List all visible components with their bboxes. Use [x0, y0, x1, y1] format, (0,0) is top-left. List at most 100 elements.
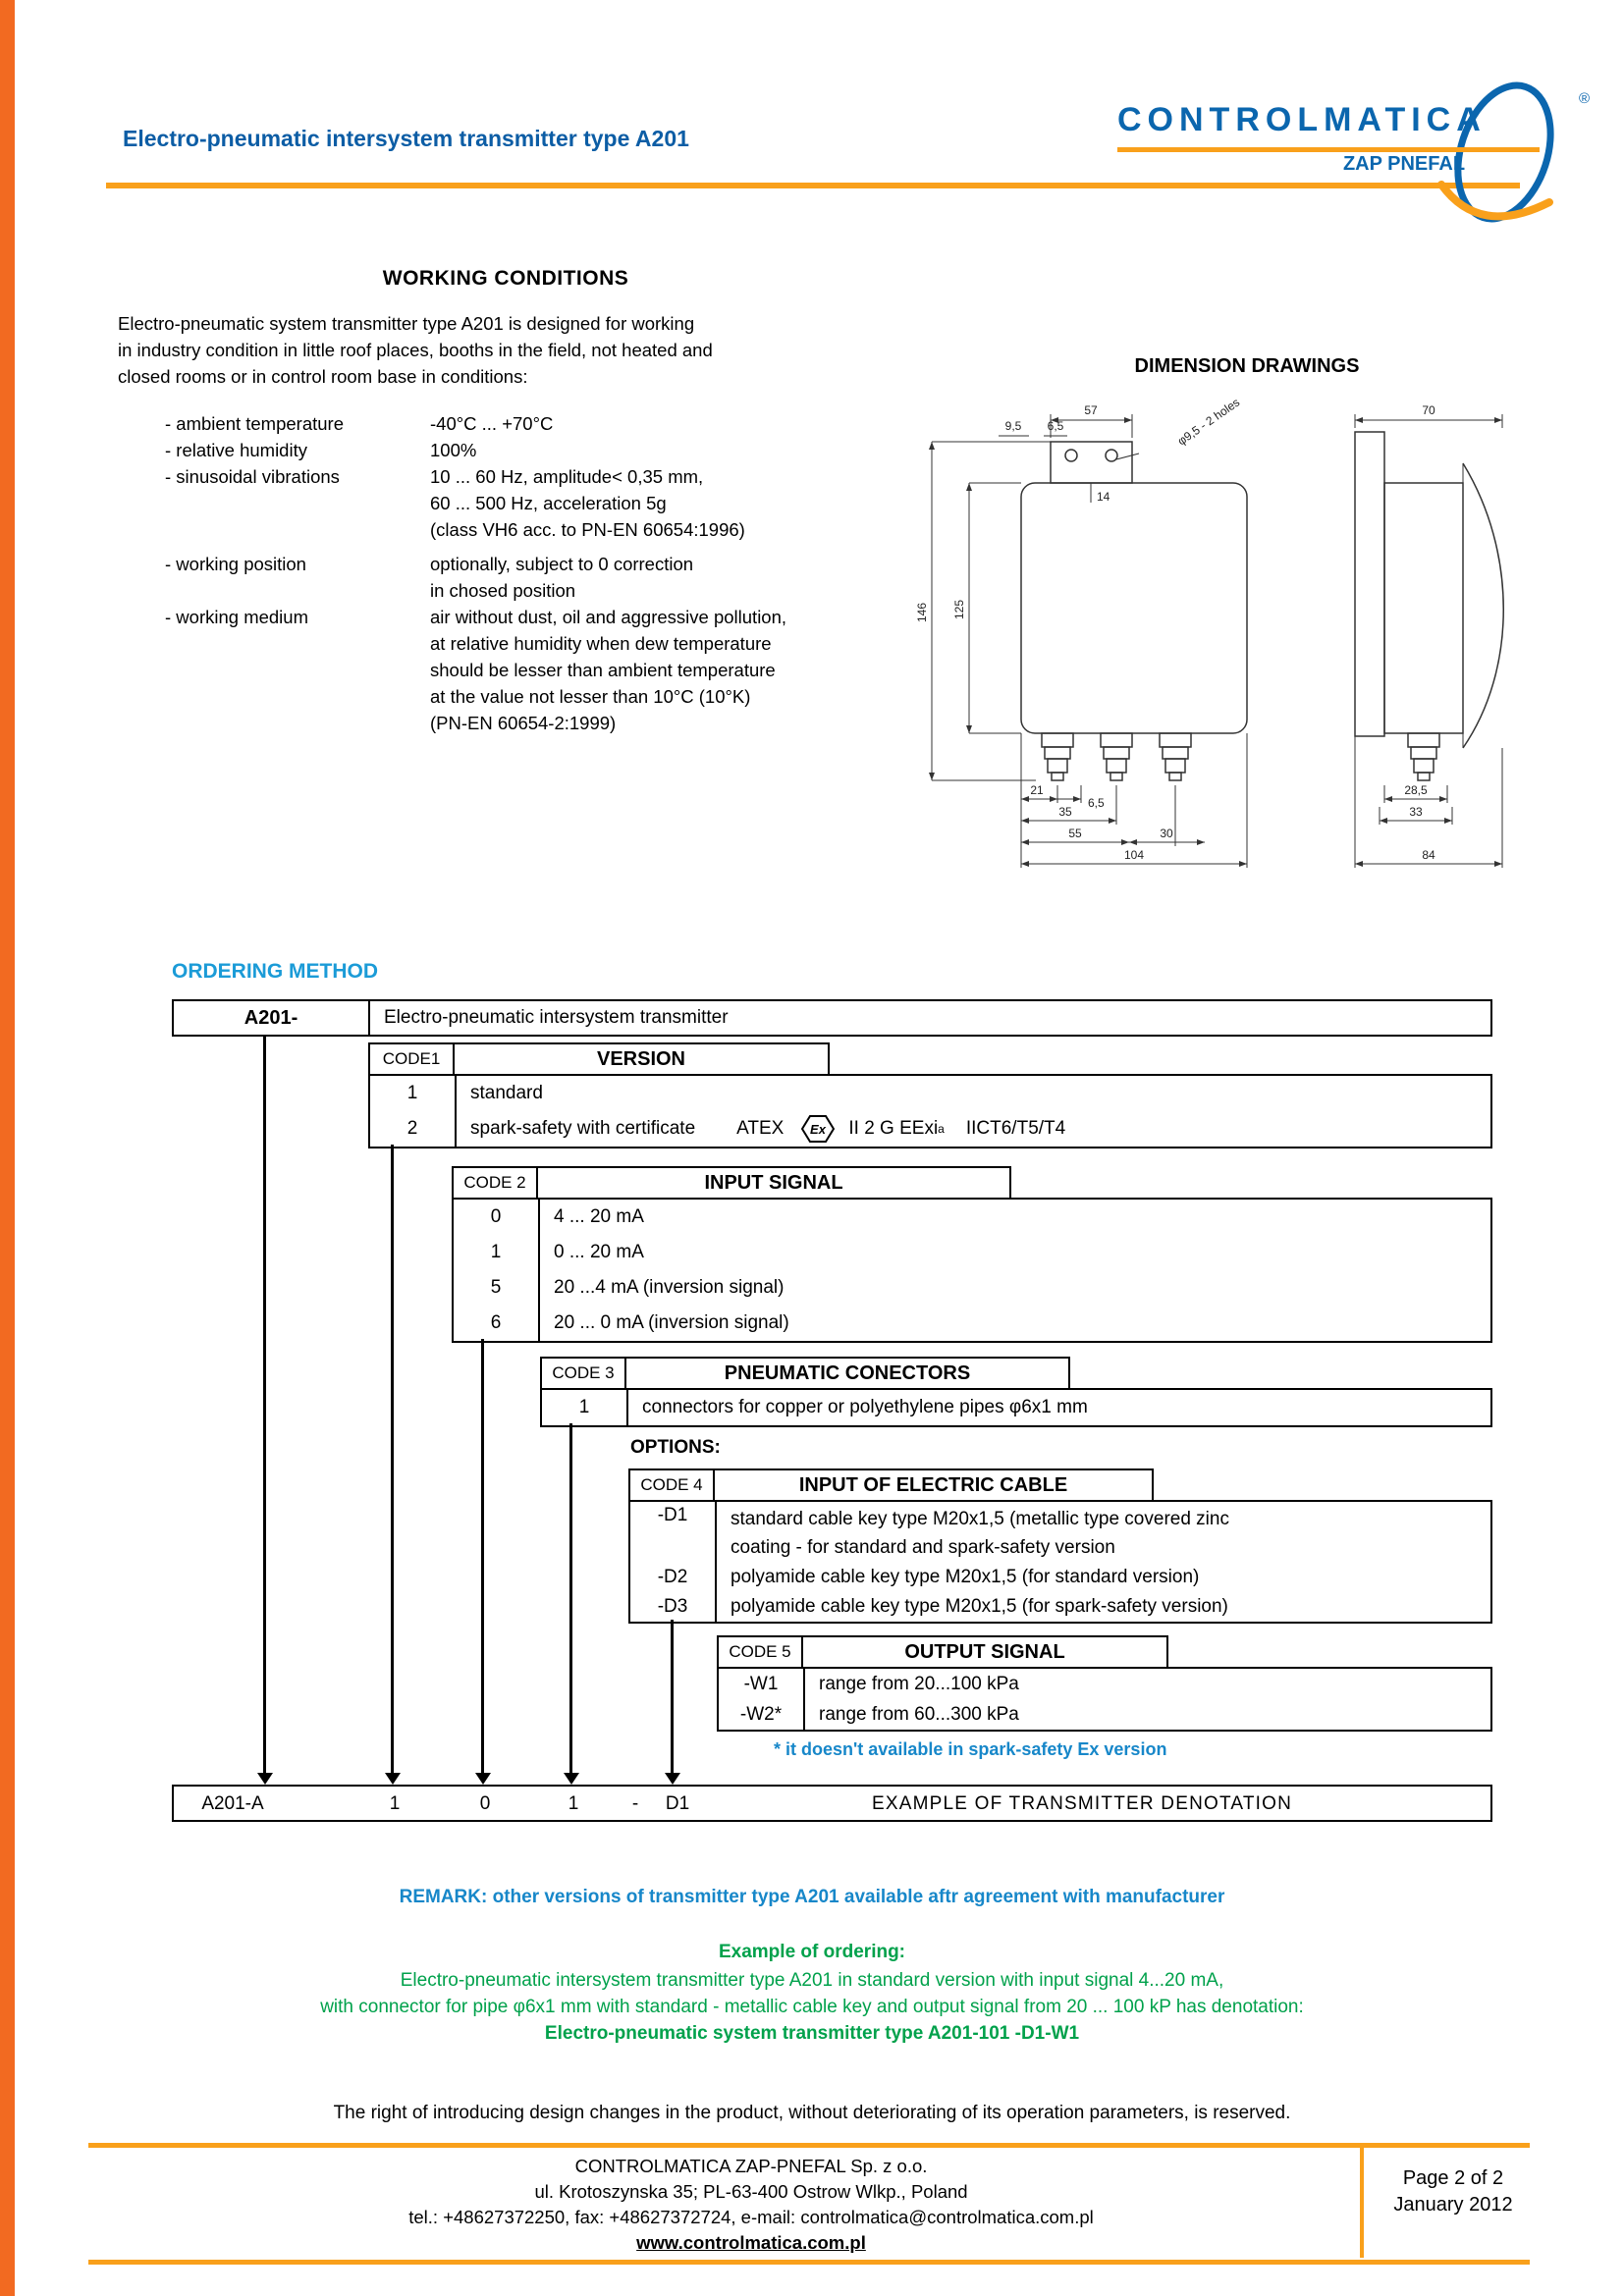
table-row: 0 4 ... 20 mA [454, 1200, 1490, 1235]
ordering-method-title: ORDERING METHOD [172, 960, 378, 983]
page-number: Page 2 of 2 [1402, 2167, 1504, 2189]
code-label: CODE1 [368, 1042, 455, 1076]
arrow-down-icon [257, 1773, 273, 1785]
desc-line: coating - for standard and spark-safety … [731, 1537, 1115, 1558]
code-label: CODE 4 [628, 1468, 715, 1502]
example-cell: 1 [389, 1793, 401, 1814]
desc-cell: standard cable key type M20x1,5 (metalli… [717, 1502, 1490, 1563]
condition-value-line: air without dust, oil and aggressive pol… [430, 607, 787, 627]
condition-label: - sinusoidal vibrations [165, 466, 340, 487]
website-link[interactable]: www.controlmatica.com.pl [636, 2232, 866, 2253]
dim-35: 35 [1058, 805, 1072, 819]
condition-value-line: (class VH6 acc. to PN-EN 60654:1996) [430, 519, 745, 540]
table-body: -W1 range from 20...100 kPa -W2* range f… [717, 1667, 1492, 1732]
table-title: OUTPUT SIGNAL [803, 1635, 1168, 1669]
code-label: CODE 3 [540, 1357, 626, 1390]
table-row: 1 0 ... 20 mA [454, 1235, 1490, 1270]
condition-value: -40°C ... +70°C [430, 410, 553, 437]
footer-address-block: CONTROLMATICA ZAP-PNEFAL Sp. z o.o. ul. … [157, 2154, 1345, 2256]
spark-safety-footnote: * it doesn't available in spark-safety E… [774, 1739, 1167, 1759]
table-row: -D3 polyamide cable key type M20x1,5 (fo… [630, 1592, 1490, 1622]
table-row: 1 connectors for copper or polyethylene … [542, 1390, 1490, 1425]
table-row: -D1 standard cable key type M20x1,5 (met… [630, 1502, 1490, 1563]
table-row: -W2* range from 60...300 kPa [719, 1699, 1490, 1730]
ordering-table-output: CODE 5 OUTPUT SIGNAL -W1 range from 20..… [717, 1635, 1492, 1732]
example-row-label: EXAMPLE OF TRANSMITTER DENOTATION [871, 1793, 1293, 1814]
ordering-root-desc: Electro-pneumatic intersystem transmitte… [368, 999, 1492, 1037]
working-conditions-list: - ambient temperature -40°C ... +70°C - … [165, 410, 786, 736]
table-header: CODE 3 PNEUMATIC CONECTORS [540, 1357, 1492, 1390]
example-denotation-row: A201-A 1 0 1 - D1 EXAMPLE OF TRANSMITTER… [172, 1785, 1492, 1822]
example-cell: D1 [665, 1793, 690, 1814]
condition-value-line: -40°C ... +70°C [430, 413, 554, 434]
logo-underline [1117, 147, 1540, 152]
dim-104: 104 [1124, 848, 1144, 862]
table-row: 2 spark-safety with certificate ATEX Ex … [370, 1111, 1490, 1147]
condition-row: - working medium air without dust, oil a… [165, 604, 786, 736]
front-view-drawing: 57 9,5 6,5 φ9,5 - 2 holes 14 146 125 21 … [915, 396, 1248, 868]
table-header: CODE 4 INPUT OF ELECTRIC CABLE [628, 1468, 1492, 1502]
connector-line [391, 1145, 394, 1773]
dim-b6-5: 6,5 [1088, 796, 1105, 810]
page-info: Page 2 of 2 January 2012 [1365, 2165, 1542, 2218]
example-ordering-denotation: Electro-pneumatic system transmitter typ… [544, 2023, 1080, 2044]
ordering-root-code: A201- [172, 999, 370, 1037]
condition-label: - ambient temperature [165, 413, 345, 434]
condition-value-line: 60 ... 500 Hz, acceleration 5g [430, 493, 667, 513]
page-title: Electro-pneumatic intersystem transmitte… [123, 126, 689, 151]
root-desc-text: Electro-pneumatic intersystem transmitte… [384, 1007, 729, 1028]
working-conditions-intro: Electro-pneumatic system transmitter typ… [118, 310, 713, 390]
options-label: OPTIONS: [630, 1437, 721, 1458]
code-cell: 1 [454, 1235, 540, 1270]
code-cell: -D1 [630, 1502, 717, 1563]
connector-line [263, 1037, 266, 1773]
desc-cell: range from 60...300 kPa [819, 1703, 1019, 1725]
desc-text: spark-safety with certificate [470, 1118, 696, 1139]
registered-trademark-symbol: ® [1579, 90, 1591, 107]
atex-ex-icon: Ex [801, 1115, 836, 1143]
condition-value-line: should be lesser than ambient temperatur… [430, 660, 776, 680]
desc-cell: standard [470, 1083, 543, 1103]
dim-125: 125 [952, 600, 966, 619]
footer-rule-top [88, 2143, 1530, 2148]
logo-subtitle: ZAP PNEFAL [1342, 153, 1466, 175]
table-title: PNEUMATIC CONECTORS [626, 1357, 1070, 1390]
dim-holes-note: φ9,5 - 2 holes [1175, 396, 1243, 449]
working-conditions-title: WORKING CONDITIONS [382, 267, 629, 290]
cert-text: II 2 G EExi [848, 1118, 939, 1139]
connector-line [671, 1620, 674, 1773]
footer-address: ul. Krotoszynska 35; PL-63-400 Ostrow Wl… [534, 2181, 968, 2202]
condition-value-line: in chosed position [430, 580, 576, 601]
dim-33: 33 [1409, 805, 1423, 819]
table-title: INPUT SIGNAL [538, 1166, 1011, 1200]
footer-divider [1360, 2148, 1364, 2258]
code-cell: 1 [542, 1390, 628, 1425]
ordering-table-version: CODE1 VERSION 1 standard 2 spark-safety … [368, 1042, 1492, 1148]
desc-line: standard cable key type M20x1,5 (metalli… [731, 1509, 1229, 1529]
condition-row: - working position optionally, subject t… [165, 551, 786, 604]
code-cell: 1 [370, 1076, 457, 1111]
table-row: 6 20 ... 0 mA (inversion signal) [454, 1306, 1490, 1341]
intro-line: closed rooms or in control room base in … [118, 366, 528, 387]
table-body: -D1 standard cable key type M20x1,5 (met… [628, 1500, 1492, 1624]
footer-rule-bottom [88, 2260, 1530, 2265]
dimension-drawings: 57 9,5 6,5 φ9,5 - 2 holes 14 146 125 21 … [915, 396, 1504, 868]
desc-cell: connectors for copper or polyethylene pi… [642, 1397, 1088, 1417]
cert-subscript: a [938, 1122, 945, 1136]
code-label: CODE 2 [452, 1166, 538, 1200]
dim-30: 30 [1160, 827, 1173, 840]
atex-word: ATEX [736, 1118, 785, 1139]
condition-value: optionally, subject to 0 correction in c… [430, 551, 693, 604]
side-view-drawing: 70 28,5 33 84 [1354, 403, 1504, 868]
condition-value: air without dust, oil and aggressive pol… [430, 604, 786, 736]
condition-label: - working medium [165, 607, 308, 627]
table-row: 1 standard [370, 1076, 1490, 1111]
condition-label: - working position [165, 554, 306, 574]
table-header: CODE1 VERSION [368, 1042, 1492, 1076]
footer-company: CONTROLMATICA ZAP-PNEFAL Sp. z o.o. [574, 2156, 928, 2176]
footer-contact: tel.: +48627372250, fax: +48627372724, e… [408, 2207, 1094, 2227]
desc-cell: spark-safety with certificate ATEX Ex II… [457, 1111, 1490, 1147]
example-cell: A201-A [201, 1793, 264, 1814]
desc-cell: range from 20...100 kPa [819, 1673, 1019, 1694]
